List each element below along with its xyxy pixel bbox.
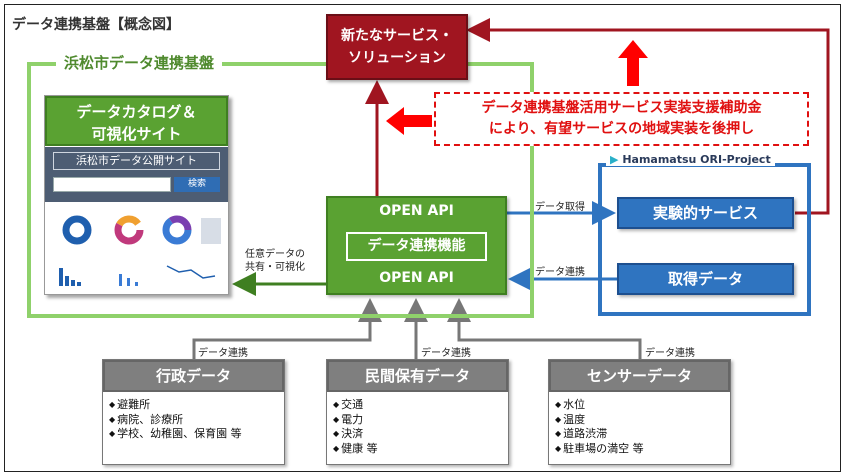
- mini-bar-1: [59, 268, 63, 286]
- data-linkage-function: データ連携機能: [346, 232, 487, 261]
- portal-title: 浜松市データ公開サイト: [53, 152, 220, 170]
- mini-bar-5: [119, 274, 122, 286]
- ori-project-logo-icon: ▶: [610, 153, 619, 166]
- edge-label-data-acquire: データ取得: [535, 202, 585, 213]
- subsidy-line1: データ連携基盤活用サービス実装支援補助金: [481, 100, 762, 116]
- mini-bar-6: [127, 278, 130, 286]
- private-data-box: 民間保有データ 交通 電力 決済 健康 等: [326, 359, 509, 465]
- catalog-heading-line2: 可視化サイト: [91, 125, 182, 143]
- private-data-heading: 民間保有データ: [327, 360, 508, 392]
- new-services-line2: ソリューション: [348, 50, 446, 66]
- arrow-sensor-to-api: [447, 298, 642, 359]
- list-item: 学校、幼稚園、保育園 等: [109, 427, 242, 442]
- share-line2: 共有・可視化: [245, 262, 305, 273]
- list-item: 道路渋滞: [555, 427, 644, 442]
- private-data-list: 交通 電力 決済 健康 等: [333, 398, 378, 456]
- catalog-heading-line1: データカタログ＆: [76, 103, 197, 121]
- open-api-block: OPEN API データ連携機能 OPEN API: [326, 196, 507, 295]
- mini-bar-4: [77, 282, 81, 286]
- sensor-data-heading: センサーデータ: [549, 360, 730, 392]
- acquired-data-box: 取得データ: [617, 263, 794, 295]
- catalog-panel: データカタログ＆ 可視化サイト 浜松市データ公開サイト 検索: [44, 95, 229, 295]
- subsidy-line2: により、有望サービスの地域実装を後押し: [488, 121, 755, 137]
- donut-chart-2-part: [114, 215, 144, 245]
- catalog-heading: データカタログ＆ 可視化サイト: [45, 96, 228, 146]
- page-title: データ連携基盤【概念図】: [12, 17, 180, 33]
- sensor-data-box: センサーデータ 水位 温度 道路渋滞 駐車場の満空 等: [548, 359, 731, 465]
- sensor-data-list: 水位 温度 道路渋滞 駐車場の満空 等: [555, 398, 644, 456]
- edge-label-data-link-right: データ連携: [535, 267, 585, 278]
- list-item: 避難所: [109, 398, 242, 413]
- donut-chart-3-part: [162, 215, 192, 245]
- edge-label-share: 任意データの 共有・可視化: [245, 248, 305, 274]
- mini-bar-3: [71, 280, 75, 286]
- new-services-box: 新たなサービス・ ソリューション: [326, 14, 468, 80]
- admin-data-box: 行政データ 避難所 病院、診療所 学校、幼稚園、保育園 等: [102, 359, 285, 465]
- platform-label: 浜松市データ連携基盤: [56, 52, 223, 73]
- list-item: 温度: [555, 413, 644, 428]
- mini-dashboard-thumbnail: [59, 215, 221, 286]
- ori-project-label: ▶ Hamamatsu ORI-Project: [606, 153, 775, 166]
- experimental-service-box: 実験的サービス: [617, 197, 794, 229]
- subsidy-callout: データ連携基盤活用サービス実装支援補助金 により、有望サービスの地域実装を後押し: [434, 92, 809, 146]
- admin-data-heading: 行政データ: [103, 360, 284, 392]
- edge-label-link-sensor: データ連携: [645, 348, 695, 359]
- portal-search-button[interactable]: 検索: [174, 177, 220, 192]
- big-up-arrow: [618, 40, 648, 86]
- list-item: 電力: [333, 413, 378, 428]
- list-item: 健康 等: [333, 442, 378, 457]
- list-item: 交通: [333, 398, 378, 413]
- big-left-arrow: [386, 107, 432, 135]
- portal-screenshot: 浜松市データ公開サイト 検索: [45, 147, 228, 202]
- donut-chart-1: [62, 215, 92, 245]
- mini-bar-2: [65, 276, 69, 286]
- list-item: 駐車場の満空 等: [555, 442, 644, 457]
- list-item: 病院、診療所: [109, 413, 242, 428]
- donut-chart-2: [114, 215, 144, 245]
- portal-search-input[interactable]: [53, 177, 171, 192]
- edge-label-link-private: データ連携: [421, 348, 471, 359]
- list-item: 決済: [333, 427, 378, 442]
- legend-block: [201, 218, 221, 244]
- admin-data-list: 避難所 病院、診療所 学校、幼稚園、保育園 等: [109, 398, 242, 442]
- new-services-line1: 新たなサービス・: [341, 28, 453, 44]
- open-api-bottom-label: OPEN API: [379, 270, 454, 286]
- platform-frame: [27, 62, 534, 318]
- share-line1: 任意データの: [245, 249, 305, 260]
- arrow-experimental-to-new-services: [466, 18, 830, 215]
- mini-bar-7: [135, 282, 138, 286]
- mini-line: [166, 265, 216, 279]
- arrow-admin-to-api: [192, 298, 382, 359]
- ori-project-text: Hamamatsu ORI-Project: [622, 153, 771, 166]
- open-api-top-label: OPEN API: [379, 203, 454, 219]
- edge-label-link-admin: データ連携: [198, 348, 248, 359]
- list-item: 水位: [555, 398, 644, 413]
